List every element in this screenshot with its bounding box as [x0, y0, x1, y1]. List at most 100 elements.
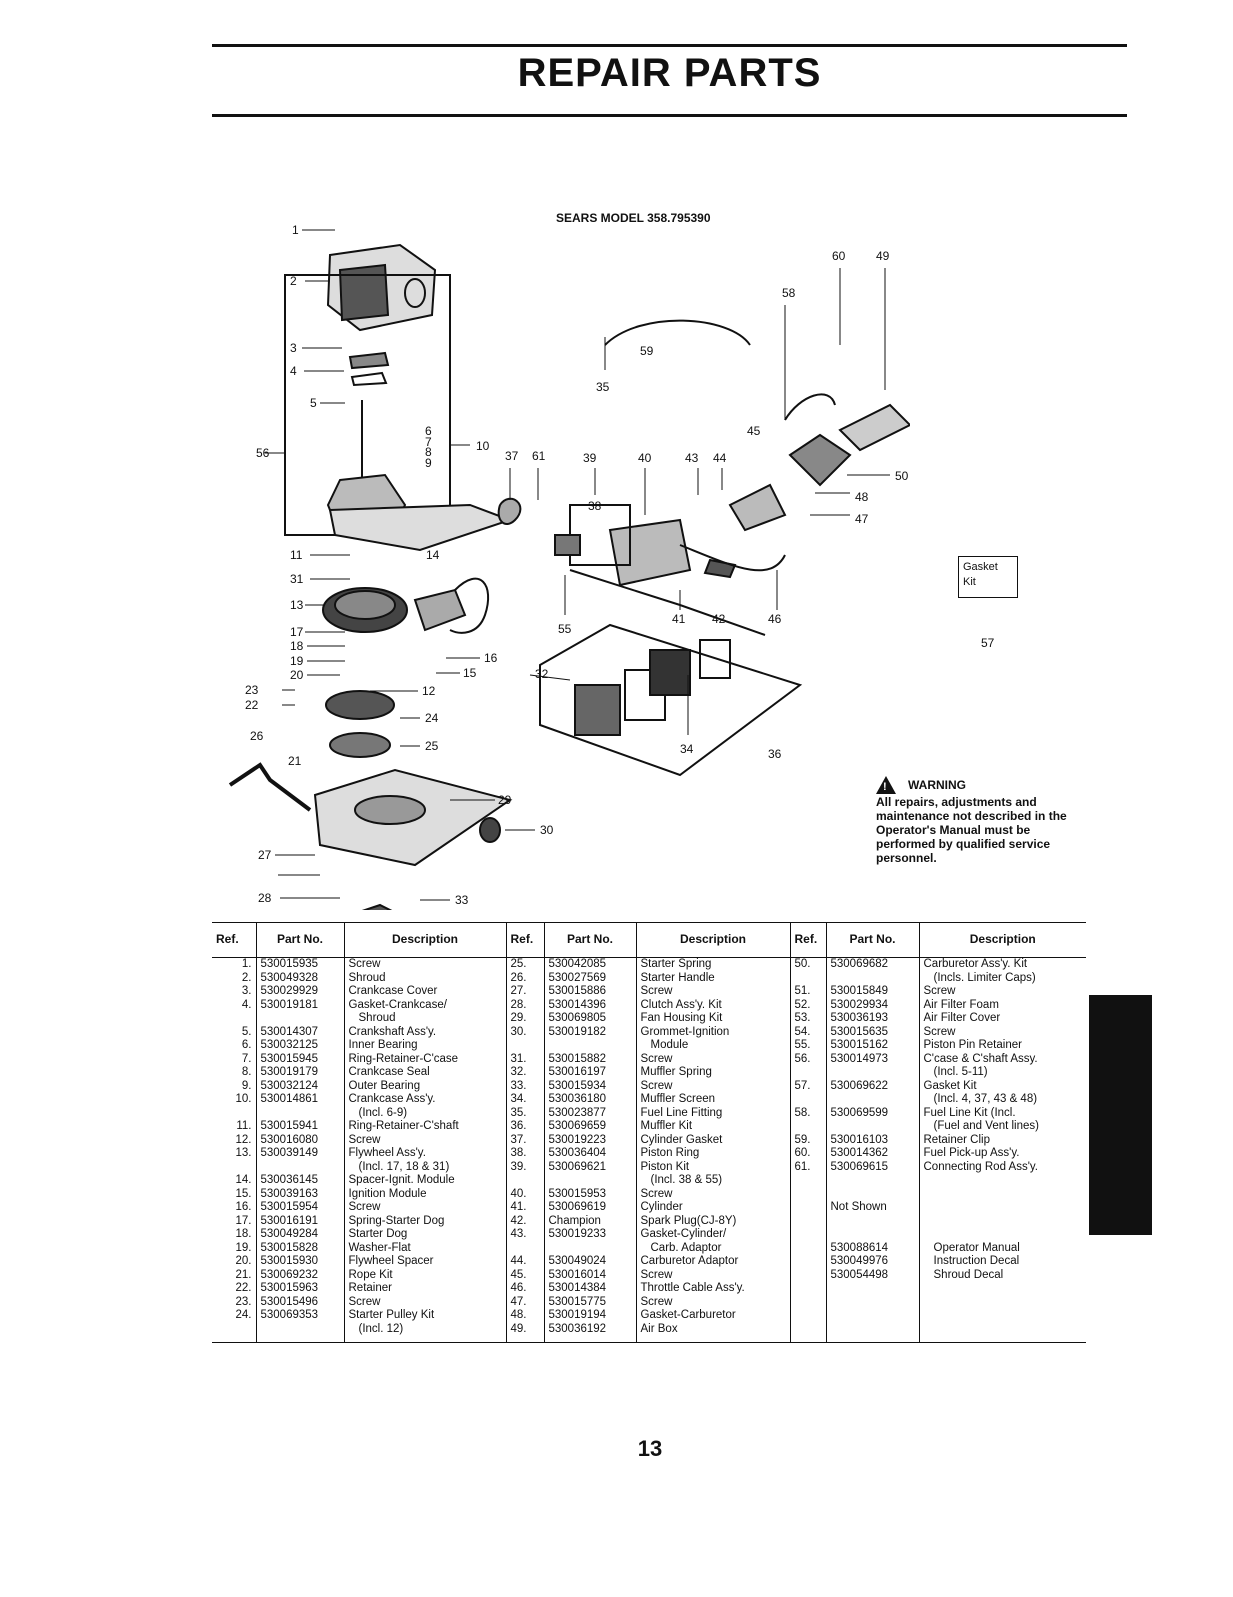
callout-50: 50: [895, 469, 909, 483]
part-description: Connecting Rod Ass'y.: [923, 1160, 1039, 1173]
callout-56: 56: [256, 446, 270, 460]
callout-19: 19: [290, 654, 304, 668]
part-number: 530015963: [260, 1282, 319, 1294]
part-number: 530015945: [260, 1052, 319, 1065]
part-description: Screw: [348, 1201, 381, 1213]
part-description: Muffler Screen: [640, 1093, 716, 1105]
part-description: Fan Housing Kit: [640, 1012, 723, 1024]
part-number: 530015934: [548, 1079, 607, 1092]
part-number: [831, 1309, 915, 1323]
part-description: Gasket-Crankcase/: [348, 998, 447, 1011]
callout-47: 47: [855, 512, 869, 526]
shroud-drawing: [326, 243, 437, 387]
part-number: 530016014: [548, 1268, 607, 1281]
callout-45: 45: [747, 424, 761, 438]
part-number: 530016103: [830, 1133, 889, 1146]
ref-number: 14.: [235, 1174, 252, 1186]
part-description: Piston Pin Retainer: [923, 1039, 1022, 1051]
part-number: 530036145: [260, 1174, 319, 1186]
part-number: 530036180: [548, 1093, 607, 1105]
part-description: Crankshaft Ass'y.: [348, 1025, 437, 1038]
callout-49: 49: [876, 249, 890, 263]
part-description: [924, 1201, 1083, 1215]
flywheel-drawing: [322, 577, 490, 758]
part-description: (Incls. Limiter Caps): [933, 971, 1036, 984]
ref-number: [795, 1309, 822, 1323]
part-description: Screw: [923, 1025, 956, 1038]
callout-28: 28: [258, 891, 272, 905]
part-number: 530015828: [260, 1241, 319, 1254]
part-number: [831, 1228, 915, 1242]
callout-25: 25: [425, 739, 439, 753]
part-description: Screw: [348, 958, 381, 970]
callout-29: 29: [498, 793, 512, 807]
ref-number: [216, 1012, 252, 1026]
callout-23: 23: [245, 683, 259, 697]
part-description: Clutch Ass'y. Kit: [640, 998, 722, 1011]
diagram-label-text: 1 2 3 4 5 6 7 8 9 10 11 12 13 14 15 16 1…: [245, 223, 909, 907]
ref-number: 27.: [510, 985, 527, 997]
part-number: 530049976: [830, 1255, 889, 1267]
part-number: [261, 1012, 340, 1026]
part-description: Retainer Clip: [923, 1133, 990, 1146]
part-description: Shroud: [358, 1012, 396, 1024]
ref-number: [511, 1174, 540, 1188]
ref-number: [795, 1188, 822, 1202]
part-description: Starter Handle: [640, 971, 715, 984]
ref-number: 34.: [510, 1093, 527, 1105]
ref-number: [795, 1228, 822, 1242]
part-number: [549, 1039, 632, 1053]
callout-42: 42: [712, 612, 726, 626]
part-number: [549, 1242, 632, 1256]
page-number: 13: [637, 1436, 663, 1461]
ref-number: 18.: [235, 1228, 252, 1240]
part-description: Spring-Starter Dog: [348, 1214, 445, 1227]
ref-number: 39.: [510, 1160, 527, 1173]
part-description: Inner Bearing: [348, 1039, 418, 1051]
part-number: 530014396: [548, 998, 607, 1011]
ref-number: 36.: [510, 1120, 527, 1132]
ref-number: 22.: [235, 1282, 252, 1294]
ref-number: 23.: [235, 1295, 252, 1308]
ref-number: 29.: [510, 1012, 527, 1024]
header-ref-1: Ref.: [212, 922, 256, 958]
part-number: 530015935: [260, 958, 319, 970]
callout-48: 48: [855, 490, 869, 504]
callout-58: 58: [782, 286, 796, 300]
part-description: Crankcase Ass'y.: [348, 1093, 436, 1105]
callout-46: 46: [768, 612, 782, 626]
ref-number: 6.: [241, 1039, 252, 1051]
callout-14: 14: [426, 548, 440, 562]
part-number: [831, 1066, 915, 1080]
ref-number: 56.: [794, 1052, 811, 1065]
header-part-1: Part No.: [255, 922, 344, 958]
part-number: 530019182: [548, 1025, 607, 1038]
part-number: 530036404: [548, 1147, 607, 1159]
callout-20: 20: [290, 668, 304, 682]
callout-1: 1: [292, 223, 299, 237]
page-edge-tab: [1089, 995, 1152, 1235]
callout-55: 55: [558, 622, 572, 636]
ref-number: 49.: [510, 1322, 527, 1335]
callout-34: 34: [680, 742, 694, 756]
part-number: 530015953: [548, 1187, 607, 1200]
part-number: Champion: [548, 1214, 601, 1227]
part-number: 530014973: [830, 1052, 889, 1065]
part-number: [549, 1174, 632, 1188]
part-number: 530015941: [260, 1120, 319, 1132]
ref-number: 16.: [235, 1201, 252, 1213]
ref-number: [795, 1215, 822, 1229]
part-description: Flywheel Ass'y.: [348, 1147, 426, 1159]
part-description: Muffler Spring: [640, 1066, 712, 1078]
part-description: Carb. Adaptor: [650, 1241, 722, 1254]
ref-number: 24.: [235, 1309, 252, 1321]
part-number: 530015886: [548, 985, 607, 997]
ref-number: [216, 1323, 252, 1337]
part-description: Starter Spring: [640, 958, 712, 970]
part-description: Gasket-Carburetor: [640, 1309, 736, 1321]
callout-59: 59: [640, 344, 654, 358]
ref-number: [795, 1201, 822, 1215]
part-description: Shroud: [348, 971, 386, 984]
part-number: 530069621: [548, 1160, 607, 1173]
callout-17: 17: [290, 625, 304, 639]
